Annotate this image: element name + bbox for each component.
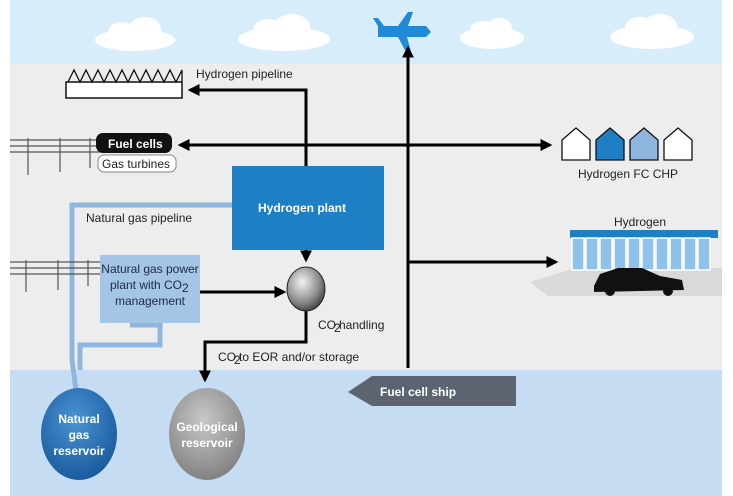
co2-handling-sphere	[286, 266, 326, 312]
power-lines-upper	[10, 138, 100, 175]
power-lines-lower	[10, 260, 100, 292]
car-icon	[594, 268, 684, 296]
fuel-cell-ship-label: Fuel cell ship	[380, 385, 456, 399]
hydrogen-station-label: Hydrogen	[614, 215, 666, 229]
ngpp-line3: management	[115, 294, 186, 308]
flow-arrows	[177, 45, 559, 383]
ngpp-line2-sub: 2	[182, 281, 189, 295]
ng-reservoir-line1: Natural	[58, 412, 99, 426]
ngpp-line1: Natural gas power	[101, 262, 198, 276]
geological-reservoir	[169, 388, 245, 480]
fuel-cells-unit	[96, 133, 177, 173]
natural-gas-pipeline-label: Natural gas pipeline	[86, 211, 192, 225]
co2-eor-label: CO	[218, 350, 236, 364]
geo-reservoir-line1: Geological	[176, 420, 237, 434]
cloud-icon	[238, 14, 330, 51]
hydrogen-plant-label: Hydrogen plant	[258, 201, 346, 215]
natural-gas-reservoir	[41, 388, 117, 480]
fuel-cells-label: Fuel cells	[108, 137, 163, 151]
co2-eor-sub: 2	[234, 353, 241, 367]
aircraft-icon	[373, 12, 431, 52]
ngpp-line2: plant with CO	[110, 278, 182, 292]
hydrogen-plant-box	[232, 166, 384, 250]
cloud-icon	[610, 14, 694, 49]
co2-handling-sub: 2	[334, 321, 341, 335]
ng-reservoir-line3: reservoir	[53, 444, 105, 458]
hydrogen-fc-chp-label: Hydrogen FC CHP	[578, 167, 678, 181]
natural-gas-power-plant-box	[100, 255, 200, 323]
co2-handling-rest: handling	[339, 318, 384, 332]
geo-reservoir-line2: reservoir	[181, 436, 233, 450]
hydrogen-pipeline-structure	[65, 68, 183, 99]
natural-gas-pipeline	[69, 202, 232, 391]
co2-eor-rest: to EOR and/or storage	[239, 350, 359, 364]
co2-handling-label: CO	[318, 318, 336, 332]
gas-turbines-label: Gas turbines	[102, 157, 170, 171]
hydrogen-fc-chp-houses	[561, 127, 693, 161]
fuel-cell-ship	[348, 376, 516, 406]
ng-reservoir-line2: gas	[69, 428, 90, 442]
hydrogen-pipeline-label: Hydrogen pipeline	[196, 67, 293, 81]
cloud-icon	[95, 17, 175, 51]
cloud-icon	[460, 18, 524, 49]
